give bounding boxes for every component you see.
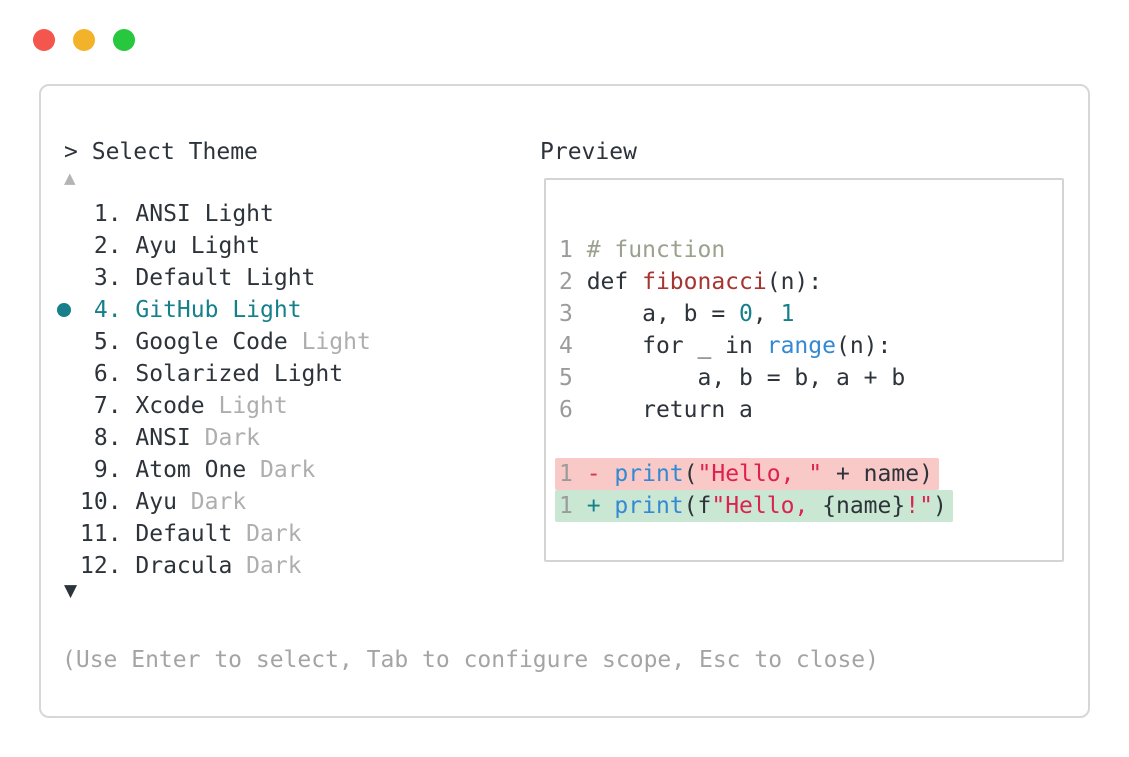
selected-indicator-dot xyxy=(57,486,80,518)
window-controls xyxy=(33,29,135,51)
page-title-text: Select Theme xyxy=(91,139,258,165)
diff-removed-line: 1 - print("Hello, " + name) xyxy=(555,458,953,490)
selected-indicator-dot xyxy=(57,518,80,550)
keyboard-hints: (Use Enter to select, Tab to configure s… xyxy=(62,647,879,673)
page-title: > Select Theme xyxy=(64,136,258,168)
code-line: 5 a, b = b, a + b xyxy=(559,365,906,391)
code-line: 3 a, b = 0, 1 xyxy=(559,301,795,327)
selected-indicator-dot xyxy=(57,262,80,294)
code-line: 2 def fibonacci(n): xyxy=(559,269,823,295)
selected-indicator-dot xyxy=(57,326,80,358)
code-line: 1 # function xyxy=(559,237,726,263)
selected-indicator-dot xyxy=(57,390,80,422)
selected-indicator-dot xyxy=(57,550,80,582)
preview-pane: 1 # function 2 def fibonacci(n): 3 a, b … xyxy=(544,178,1064,562)
code-line-blank xyxy=(559,426,953,458)
diff-added-highlight: 1 + print(f"Hello, {name}!") xyxy=(555,490,953,522)
selected-indicator-dot xyxy=(57,230,80,262)
diff-added-line: 1 + print(f"Hello, {name}!") xyxy=(555,490,953,522)
prompt-chevron-icon: > xyxy=(64,139,78,165)
code-line: 4 for _ in range(n): xyxy=(559,333,892,359)
diff-minus-sign: - xyxy=(586,461,615,487)
preview-label: Preview xyxy=(540,139,637,165)
selected-indicator-dot xyxy=(57,422,80,454)
scroll-down-icon[interactable]: ▼ xyxy=(64,581,78,601)
scroll-up-icon[interactable]: ▲ xyxy=(64,169,76,187)
code-sample: 1 # function 2 def fibonacci(n): 3 a, b … xyxy=(555,234,953,522)
maximize-button[interactable] xyxy=(113,29,135,51)
close-button[interactable] xyxy=(33,29,55,51)
code-line: 6 return a xyxy=(559,397,753,423)
diff-removed-highlight: 1 - print("Hello, " + name) xyxy=(555,458,939,490)
selected-indicator-dot xyxy=(57,454,80,486)
minimize-button[interactable] xyxy=(73,29,95,51)
selected-indicator-dot xyxy=(57,358,80,390)
selected-indicator-dot xyxy=(57,294,80,326)
selected-indicator-dot xyxy=(57,198,80,230)
diff-plus-sign: + xyxy=(586,493,615,519)
